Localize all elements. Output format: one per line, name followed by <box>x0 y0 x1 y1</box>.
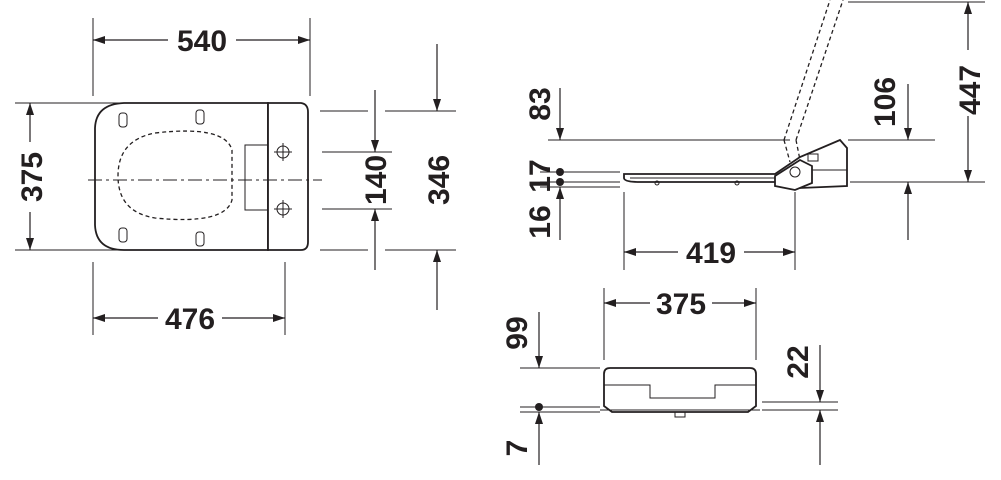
side-view: 83 17 16 419 106 447 <box>524 0 987 270</box>
dim-140: 140 <box>360 155 393 205</box>
seat-rear-notch <box>604 384 756 399</box>
pad <box>195 109 205 125</box>
pad <box>118 227 128 243</box>
dim-447: 447 <box>954 65 987 115</box>
open-lid-dashed <box>783 0 844 163</box>
hinge-screw-bottom <box>274 200 292 218</box>
dim-7: 7 <box>501 440 534 457</box>
hinge-block <box>267 102 309 251</box>
dim-rear-375: 375 <box>656 288 706 321</box>
dim-99: 99 <box>501 316 534 349</box>
hinge-screw-top <box>274 143 292 161</box>
dim-22: 22 <box>782 345 815 378</box>
seat-rear-body <box>603 367 757 413</box>
dim-375: 375 <box>16 152 49 202</box>
dim-476: 476 <box>165 303 215 336</box>
top-view: 540 476 375 140 346 <box>15 18 456 336</box>
hinge-pivot <box>789 166 801 178</box>
dim-419: 419 <box>686 237 736 270</box>
hinge-side <box>774 158 813 191</box>
pad <box>118 112 128 128</box>
dim-16: 16 <box>524 205 557 238</box>
rear-view: 375 99 7 22 <box>501 288 838 465</box>
dim-106: 106 <box>869 77 902 127</box>
dim-17: 17 <box>524 159 557 192</box>
dim-540: 540 <box>177 25 227 58</box>
rear-foot <box>674 411 686 418</box>
hinge-notch <box>244 110 269 211</box>
pad <box>195 231 205 247</box>
hinge-clip <box>807 153 819 162</box>
dim-346: 346 <box>423 155 456 205</box>
dim-83: 83 <box>524 87 557 120</box>
seat-opening <box>117 130 233 221</box>
